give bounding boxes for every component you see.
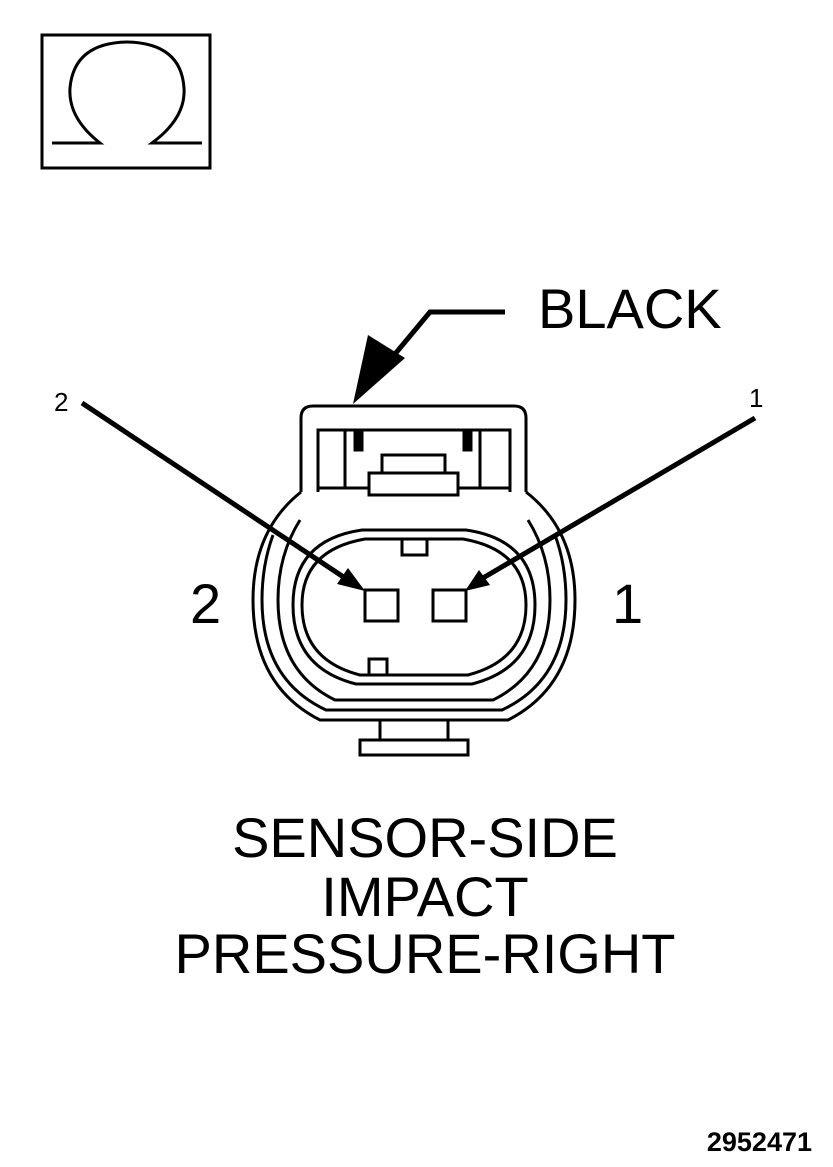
caption-line-1: SENSOR-SIDE (232, 806, 618, 869)
color-leader-arrow (353, 309, 505, 404)
connector-body (251, 404, 577, 757)
pin-1-leader-arrow (465, 415, 757, 591)
pin-2-leader-arrow (80, 400, 365, 591)
connector-color-label: BLACK (538, 277, 722, 340)
pin-1-label: 1 (612, 572, 643, 635)
pin-2-label: 2 (190, 572, 221, 635)
ohm-icon (40, 33, 212, 170)
pin-2-callout: 2 (54, 387, 68, 417)
caption-line-3: PRESSURE-RIGHT (175, 922, 676, 985)
pin-1-terminal (431, 588, 468, 623)
caption-line-2: IMPACT (321, 865, 528, 928)
pin-2-terminal (363, 588, 400, 623)
pin-1-callout: 1 (749, 383, 763, 413)
figure-number: 2952471 (707, 1127, 812, 1157)
